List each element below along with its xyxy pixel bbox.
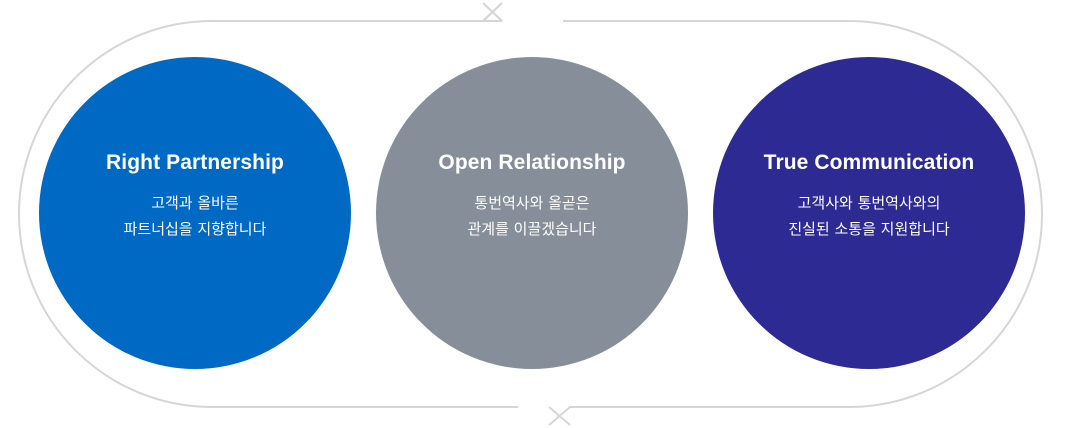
circle-description: 통번역사와 올곧은 관계를 이끌겠습니다: [468, 190, 597, 242]
circle-desc-line: 진실된 소통을 지원합니다: [788, 220, 950, 238]
circle-title: Right Partnership: [106, 151, 284, 174]
track-top-left: [212, 2, 503, 22]
circle-title: True Communication: [763, 151, 975, 174]
track-bottom-arrow: [548, 406, 571, 426]
value-circle-open-relationship: Open Relationship 통번역사와 올곧은 관계를 이끌겠습니다: [376, 57, 688, 369]
circle-desc-line: 통번역사와 올곧은: [474, 194, 590, 212]
circle-desc-line: 관계를 이끌겠습니다: [467, 220, 597, 238]
circle-description: 고객사와 통번역사와의 진실된 소통을 지원합니다: [788, 190, 949, 242]
track-bottom-right: [548, 406, 849, 426]
track-top-arrow: [482, 2, 503, 22]
circle-description: 고객과 올바른 파트너십을 지향합니다: [124, 190, 267, 242]
circle-desc-line: 파트너십을 지향합니다: [123, 220, 267, 238]
circle-desc-line: 고객사와 통번역사와의: [797, 194, 941, 212]
value-circle-true-communication: True Communication 고객사와 통번역사와의 진실된 소통을 지…: [713, 57, 1025, 369]
track-right-arc: [848, 20, 1043, 408]
value-circle-right-partnership: Right Partnership 고객과 올바른 파트너십을 지향합니다: [39, 57, 351, 369]
circle-desc-line: 고객과 올바른: [151, 194, 239, 212]
track-left-arc: [18, 20, 213, 408]
circle-title: Open Relationship: [438, 151, 626, 174]
